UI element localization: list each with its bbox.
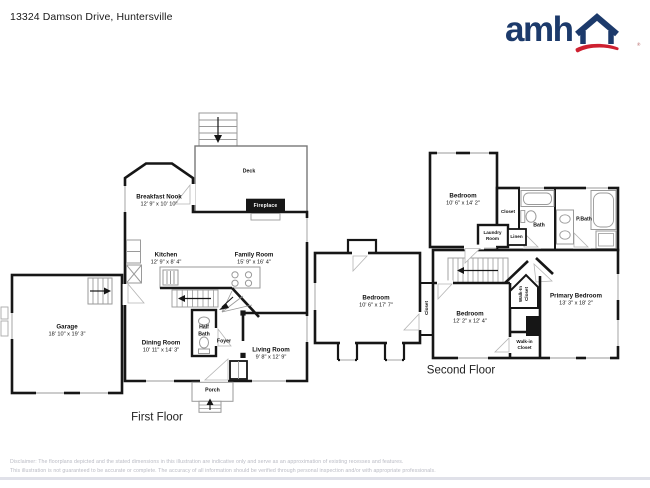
bath-label: Bath bbox=[533, 222, 545, 229]
bath-section-outline bbox=[495, 185, 620, 253]
deck-stairs bbox=[198, 112, 238, 147]
closet-top-label: Closet bbox=[500, 209, 516, 215]
primary-bath-label: P.Bath bbox=[576, 216, 592, 223]
registered-mark: ® bbox=[637, 42, 641, 47]
amh-logo: amh bbox=[505, 10, 622, 54]
porch-steps-arrow-icon bbox=[206, 398, 214, 405]
door-swings bbox=[127, 183, 229, 381]
porch-structure bbox=[191, 381, 234, 413]
second-floor-stairs bbox=[433, 244, 554, 358]
interior-walls bbox=[240, 310, 307, 358]
amh-house-icon bbox=[575, 13, 620, 53]
bedroom-left-outline bbox=[312, 250, 433, 363]
second-floor-caption: Second Floor bbox=[426, 364, 496, 377]
property-address: 13324 Damson Drive, Huntersville bbox=[10, 11, 173, 23]
hearth bbox=[250, 213, 281, 221]
windows bbox=[122, 184, 310, 384]
deck-label: Deck bbox=[242, 168, 256, 175]
linen-label: Linen bbox=[510, 234, 523, 240]
walk-in-closet-upper-outline bbox=[509, 273, 539, 309]
stairs-down-arrow-icon bbox=[214, 135, 222, 143]
garage-steps-arrow-icon bbox=[104, 287, 111, 295]
closet-left-label: Closet bbox=[423, 300, 429, 316]
first-floor-caption: First Floor bbox=[131, 411, 183, 424]
disclaimer-line-1: Disclaimer: The floorplans depicted and … bbox=[10, 459, 404, 465]
fireplace-box bbox=[246, 198, 285, 213]
fireplace-label: Fireplace bbox=[253, 202, 278, 209]
first-floor-plan bbox=[0, 112, 310, 413]
foyer-label: Foyer bbox=[216, 338, 232, 345]
second-floor-windows bbox=[458, 274, 621, 361]
porch-label: Porch bbox=[205, 387, 220, 394]
kitchen-fixtures bbox=[126, 239, 261, 289]
footer-divider bbox=[0, 477, 650, 480]
entry-closet bbox=[229, 360, 248, 380]
second-floor-plan bbox=[312, 150, 621, 363]
stairs-arrow-icon bbox=[457, 267, 464, 274]
stairs-arrow-icon bbox=[178, 295, 185, 302]
garage-outline bbox=[0, 273, 124, 396]
half-bath-room bbox=[190, 308, 232, 358]
amh-logo-text: amh bbox=[505, 10, 574, 49]
disclaimer-line-2: This illustration is not guaranteed to b… bbox=[10, 468, 436, 474]
